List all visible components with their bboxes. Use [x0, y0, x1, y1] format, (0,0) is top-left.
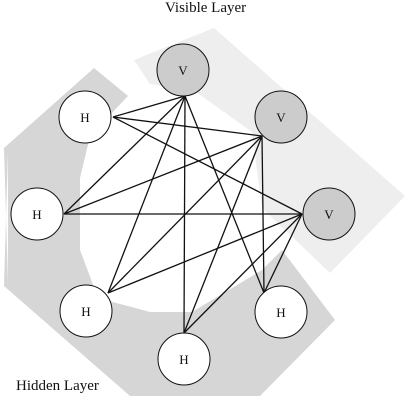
hidden-node-circle: [157, 332, 211, 386]
visible-node-label: V: [178, 63, 188, 78]
edge-v1-h1: [112, 95, 186, 118]
hidden-node-label: H: [276, 305, 285, 320]
hidden-node-label: H: [179, 352, 188, 367]
hidden-node-label: H: [81, 304, 90, 319]
visible-node-label: V: [276, 110, 286, 125]
visible-layer-title: Visible Layer: [165, 0, 247, 16]
visible-node-v3: V: [302, 187, 356, 241]
edge-v2-h4: [183, 135, 263, 334]
layer-nodes: V V V H H H H H: [10, 43, 356, 386]
edge-v3-h1: [112, 116, 303, 215]
visible-node-v2: V: [254, 90, 308, 144]
hidden-node-label: H: [80, 110, 89, 125]
edge-v2-h2: [63, 135, 263, 215]
hidden-node-circle: [10, 187, 64, 241]
edge-v1-h5: [184, 95, 265, 294]
hidden-node-circle: [59, 284, 113, 338]
edge-v3-h4: [183, 213, 303, 334]
edge-v1-h2: [63, 95, 186, 215]
connection-edges: [63, 95, 303, 334]
visible-node-circle: [254, 90, 308, 144]
visible-node-label: V: [324, 207, 334, 222]
edge-v3-h3: [107, 213, 303, 294]
hidden-node-h4: H: [157, 332, 211, 386]
hidden-node-circle: [254, 285, 308, 339]
hidden-node-h2: H: [10, 187, 64, 241]
visible-node-v1: V: [156, 43, 210, 97]
visible-node-circle: [156, 43, 210, 97]
hidden-node-h3: H: [59, 284, 113, 338]
hidden-layer-title: Hidden Layer: [16, 378, 99, 394]
edge-v1-h3: [107, 95, 186, 294]
hidden-node-h1: H: [58, 90, 112, 144]
edge-v3-h5: [263, 213, 303, 294]
hidden-node-label: H: [32, 207, 41, 222]
edge-v2-h1: [112, 116, 263, 137]
hidden-node-circle: [58, 90, 112, 144]
visible-node-circle: [302, 187, 356, 241]
hidden-node-h5: H: [254, 285, 308, 339]
